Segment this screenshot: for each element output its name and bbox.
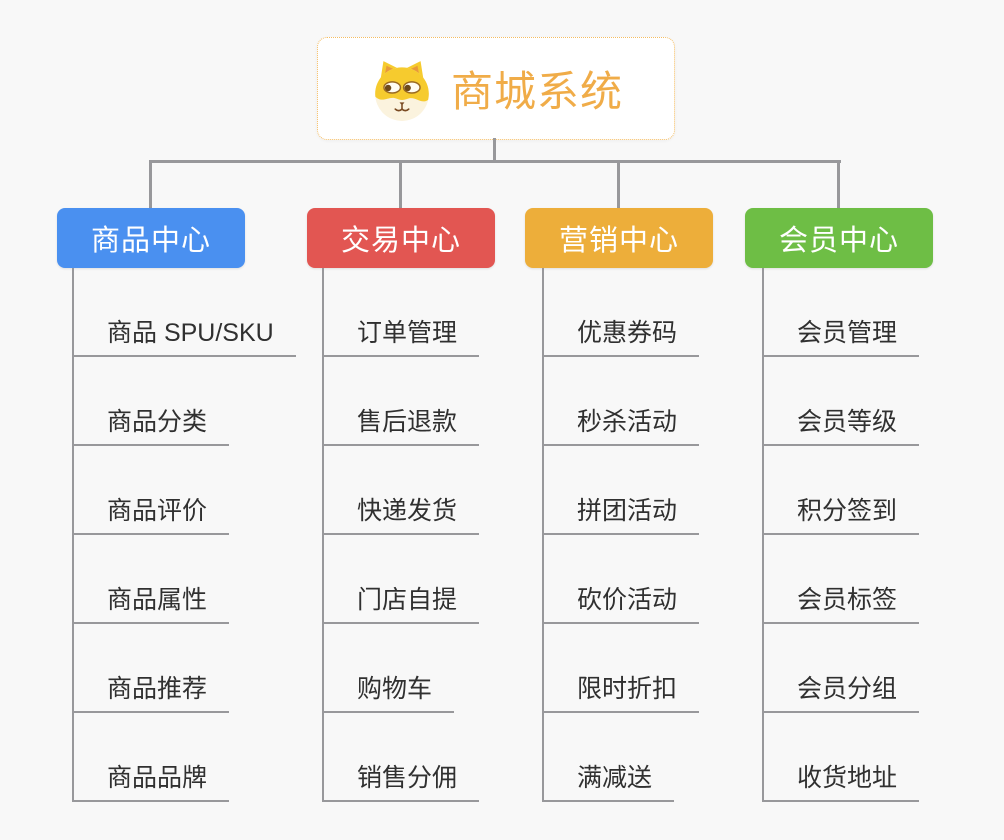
connector-drop-trade [399,160,402,208]
leaf-label: 收货地址 [797,764,898,792]
leaf-label: 商品属性 [107,586,208,614]
dog-face-icon [375,60,429,121]
leaf-item[interactable]: 满减送 [542,713,675,802]
leaf-item[interactable]: 会员标签 [762,535,920,624]
leaf-label: 会员等级 [797,408,898,436]
leaf-label: 售后退款 [357,408,458,436]
leaf-label: 销售分佣 [357,764,458,792]
leaf-item[interactable]: 秒杀活动 [542,357,700,446]
leaf-item[interactable]: 商品属性 [72,535,230,624]
leaf-label: 商品分类 [107,408,208,436]
root-node-mall-system[interactable]: 商城系统 [317,37,675,140]
leaf-item[interactable]: 会员等级 [762,357,920,446]
leaf-label: 商品品牌 [107,764,208,792]
leaf-label: 积分签到 [797,497,898,525]
branch-node-member-center[interactable]: 会员中心 [745,208,933,268]
leaf-column-product: 商品 SPU/SKU 商品分类 商品评价 商品属性 商品推荐 商品品牌 [72,268,296,802]
leaf-item[interactable]: 收货地址 [762,713,920,802]
root-title: 商城系统 [450,68,623,115]
leaf-label: 商品评价 [107,497,208,525]
leaf-label: 拼团活动 [577,497,678,525]
leaf-label: 砍价活动 [577,586,678,614]
leaf-item[interactable]: 积分签到 [762,446,920,535]
leaf-item[interactable]: 商品 SPU/SKU [72,268,296,357]
leaf-label: 商品 SPU/SKU [107,319,274,347]
leaf-label: 秒杀活动 [577,408,678,436]
leaf-item[interactable]: 销售分佣 [322,713,480,802]
leaf-item[interactable]: 砍价活动 [542,535,700,624]
connector-horizontal-rail [149,160,841,163]
leaf-label: 购物车 [357,675,433,703]
leaf-item[interactable]: 购物车 [322,624,455,713]
leaf-item[interactable]: 商品评价 [72,446,230,535]
leaf-label: 商品推荐 [107,675,208,703]
leaf-column-member: 会员管理 会员等级 积分签到 会员标签 会员分组 收货地址 [762,268,920,802]
leaf-column-marketing: 优惠券码 秒杀活动 拼团活动 砍价活动 限时折扣 满减送 [542,268,700,802]
leaf-item[interactable]: 优惠券码 [542,268,700,357]
leaf-label: 快递发货 [357,497,458,525]
branch-label: 交易中心 [340,225,461,257]
branch-label: 营销中心 [558,225,679,257]
branch-label: 会员中心 [778,225,899,257]
connector-drop-member [837,160,840,208]
leaf-item[interactable]: 商品推荐 [72,624,230,713]
leaf-label: 会员管理 [797,319,898,347]
leaf-label: 会员标签 [797,586,898,614]
leaf-label: 会员分组 [797,675,898,703]
connector-drop-product [149,160,152,208]
branch-node-marketing-center[interactable]: 营销中心 [525,208,713,268]
leaf-item[interactable]: 会员管理 [762,268,920,357]
leaf-item[interactable]: 拼团活动 [542,446,700,535]
leaf-item[interactable]: 门店自提 [322,535,480,624]
connector-drop-marketing [617,160,620,208]
leaf-item[interactable]: 会员分组 [762,624,920,713]
branch-label: 商品中心 [90,225,211,257]
leaf-item[interactable]: 商品品牌 [72,713,230,802]
branch-node-product-center[interactable]: 商品中心 [57,208,245,268]
leaf-item[interactable]: 商品分类 [72,357,230,446]
leaf-item[interactable]: 快递发货 [322,446,480,535]
branch-node-trade-center[interactable]: 交易中心 [307,208,495,268]
leaf-label: 订单管理 [357,319,458,347]
leaf-label: 优惠券码 [577,319,678,347]
leaf-item[interactable]: 售后退款 [322,357,480,446]
leaf-column-trade: 订单管理 售后退款 快递发货 门店自提 购物车 销售分佣 [322,268,480,802]
connector-root-drop [493,138,496,163]
leaf-item[interactable]: 限时折扣 [542,624,700,713]
leaf-label: 门店自提 [357,586,458,614]
leaf-item[interactable]: 订单管理 [322,268,480,357]
leaf-label: 满减送 [577,764,653,792]
leaf-label: 限时折扣 [577,675,678,703]
